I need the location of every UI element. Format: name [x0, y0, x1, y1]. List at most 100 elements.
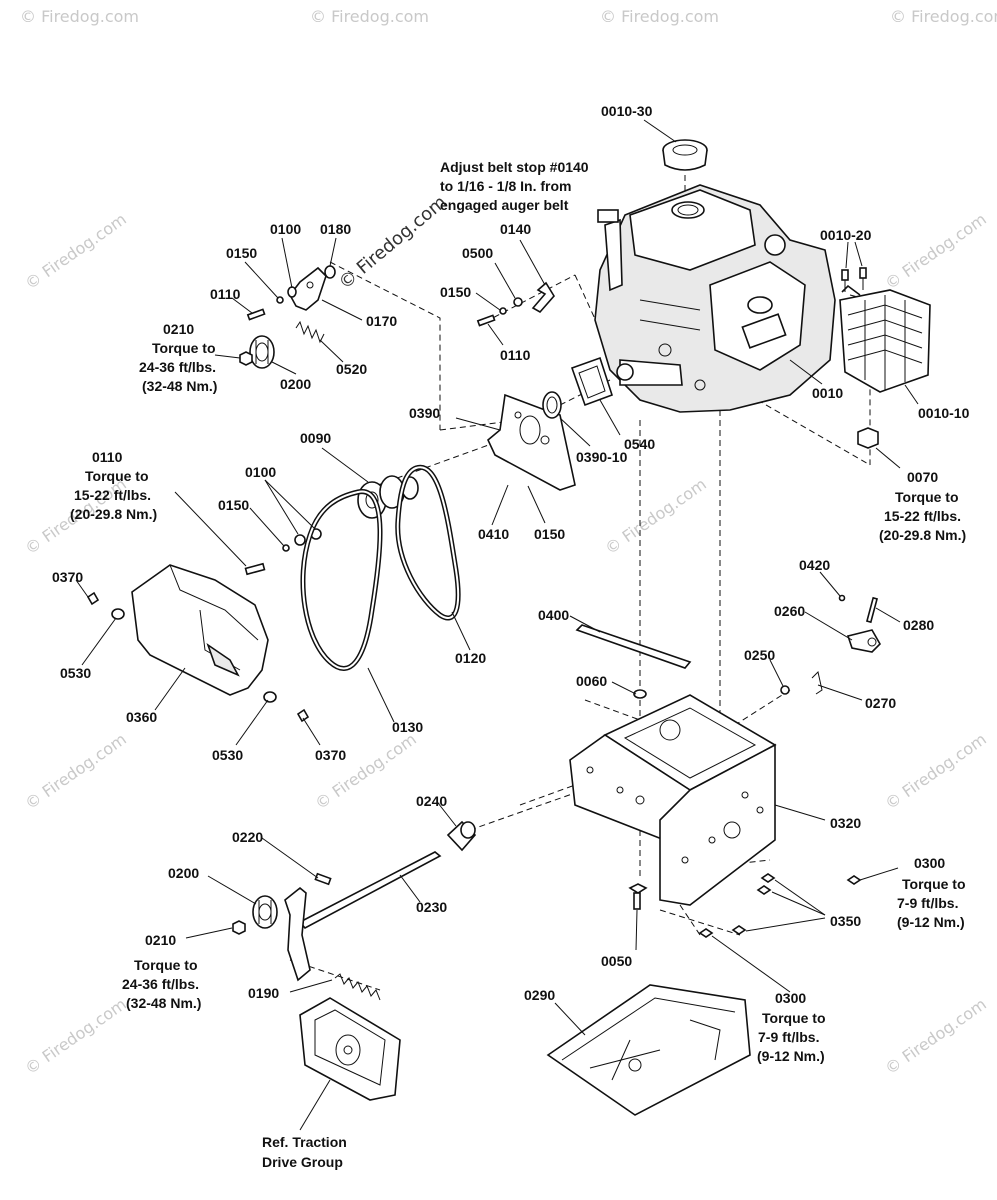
note-adjust-belt-line1: Adjust belt stop #0140 [440, 159, 589, 175]
label-0120: 0120 [455, 650, 486, 666]
watermark: © Firedog.com [310, 7, 429, 26]
torque-0070-ftlbs: 15-22 ft/lbs. [884, 508, 961, 524]
bolt-0220 [314, 872, 332, 886]
label-0540: 0540 [624, 436, 655, 452]
washer-0100-b [294, 534, 306, 546]
label-0190: 0190 [248, 985, 279, 1001]
torque-0300-a-ftlbs: 7-9 ft/lbs. [897, 895, 958, 911]
label-0250: 0250 [744, 647, 775, 663]
frame-0320 [569, 694, 777, 906]
bolt-0110-c [244, 562, 266, 576]
torque-0210-a-ftlbs: 24-36 ft/lbs. [139, 359, 216, 375]
label-0150-b: 0150 [534, 526, 565, 542]
label-0200-b: 0200 [168, 865, 199, 881]
idler-pulley-0200-top [249, 335, 275, 369]
label-0280: 0280 [903, 617, 934, 633]
label-0100-a: 0100 [270, 221, 301, 237]
washer-0100 [287, 286, 297, 298]
screw-0370-a [86, 591, 100, 606]
label-0230: 0230 [416, 899, 447, 915]
label-0070: 0070 [907, 469, 938, 485]
label-0010: 0010 [812, 385, 843, 401]
watermark: © Firedog.com [890, 7, 997, 26]
washer-0530-b [263, 691, 277, 703]
label-0050: 0050 [601, 953, 632, 969]
label-0390: 0390 [409, 405, 440, 421]
washer-0180 [324, 265, 336, 279]
screws-0010-20 [841, 267, 867, 292]
label-0210-b: 0210 [145, 932, 176, 948]
torque-0070-title: Torque to [895, 489, 959, 505]
nut-0210-top [239, 351, 253, 366]
label-0100-b: 0100 [245, 464, 276, 480]
label-0210-a: 0210 [163, 321, 194, 337]
ref-traction-line2: Drive Group [262, 1154, 343, 1170]
pulley-0090 [357, 475, 419, 519]
lever-0260 [846, 629, 881, 653]
label-0090: 0090 [300, 430, 331, 446]
label-0360: 0360 [126, 709, 157, 725]
label-0500: 0500 [462, 245, 493, 261]
grommet-0060 [633, 689, 647, 699]
note-adjust-belt-line3: engaged auger belt [440, 197, 569, 213]
bolts-0350 [731, 873, 776, 935]
shaft-0230 [298, 851, 442, 930]
watermark: © Firedog.com [881, 209, 989, 293]
clip-0270 [811, 671, 823, 695]
label-0010-30: 0010-30 [601, 103, 653, 119]
leader-lines [75, 119, 919, 1131]
label-0180: 0180 [320, 221, 351, 237]
bolt-0050 [628, 883, 648, 910]
label-0150-d: 0150 [218, 497, 249, 513]
label-0130: 0130 [392, 719, 423, 735]
torque-0300-b-title: Torque to [762, 1010, 826, 1026]
engine-assembly [594, 184, 836, 413]
torque-0300-a-title: Torque to [902, 876, 966, 892]
torque-0300-b-nm: (9-12 Nm.) [757, 1048, 825, 1064]
label-0530-a: 0530 [60, 665, 91, 681]
label-0240: 0240 [416, 793, 447, 809]
washer-0250 [780, 685, 790, 695]
ball-0420 [838, 594, 846, 602]
belt-stop-0140 [531, 281, 555, 314]
watermark: © Firedog.com [881, 729, 989, 813]
belt-0120 [395, 464, 461, 621]
nut-0070 [857, 427, 879, 449]
label-0400: 0400 [538, 607, 569, 623]
washer-0530-a [111, 608, 125, 620]
torque-0210-a-nm: (32-48 Nm.) [142, 378, 217, 394]
bearing-0390-10 [542, 391, 562, 419]
sleeve-0240 [446, 820, 477, 852]
screw-0300-b [698, 928, 714, 938]
label-0300-a: 0300 [914, 855, 945, 871]
label-0320: 0320 [830, 815, 861, 831]
watermark: © Firedog.com [600, 7, 719, 26]
label-0300-b: 0300 [775, 990, 806, 1006]
torque-0300-a-nm: (9-12 Nm.) [897, 914, 965, 930]
label-0260: 0260 [774, 603, 805, 619]
muffler-guard-0010-10 [839, 284, 931, 393]
screw-0370-b [296, 708, 310, 723]
label-0150-a: 0150 [440, 284, 471, 300]
idler-arm-0170 [289, 266, 327, 311]
label-0520: 0520 [336, 361, 367, 377]
spring-0520 [295, 320, 325, 344]
watermark: © Firedog.com [881, 994, 989, 1078]
note-adjust-belt-line2: to 1/16 - 1/8 In. from [440, 178, 571, 194]
torque-0210-b-title: Torque to [134, 957, 198, 973]
part-labels: 0010-30 0010-20 0010 0010-10 0070 0140 0… [52, 103, 970, 1006]
hardware-0110-0150-0500 [476, 297, 523, 327]
torque-0300-b-ftlbs: 7-9 ft/lbs. [758, 1029, 819, 1045]
strip-0400 [575, 624, 692, 669]
torque-0070-nm: (20-29.8 Nm.) [879, 527, 966, 543]
torque-0210-b-ftlbs: 24-36 ft/lbs. [122, 976, 199, 992]
bracket-0390 [487, 393, 576, 491]
label-0350: 0350 [830, 913, 861, 929]
spring-0190 [334, 973, 381, 1001]
label-0170: 0170 [366, 313, 397, 329]
watermark: © Firedog.com [21, 209, 129, 293]
label-0270: 0270 [865, 695, 896, 711]
skid-plate-0290 [546, 984, 751, 1116]
label-0530-b: 0530 [212, 747, 243, 763]
